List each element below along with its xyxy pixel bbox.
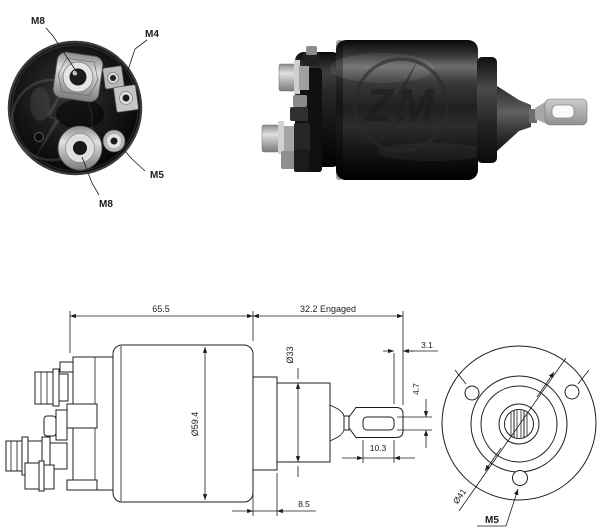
dim-body-diameter-text: Ø59.4 — [190, 412, 200, 437]
cap-center-shadow — [56, 99, 104, 129]
side-view-drawing: 65.5 32.2 Engaged Ø59.4 Ø33 3.1 — [5, 304, 438, 516]
dim-slot-length-text: 10.3 — [370, 443, 387, 453]
dim-body-diameter: Ø59.4 — [190, 346, 208, 501]
dim-bolt-circle-text: Ø41 — [451, 487, 469, 506]
rear-view-photo — [7, 40, 143, 176]
terminal-studs-outline — [5, 361, 98, 492]
dim-slot-length: 10.3 — [342, 440, 415, 463]
dim-plunger-engaged: 32.2 Engaged — [252, 304, 404, 405]
watermark-text: ZM — [363, 79, 437, 131]
front-view-drawing: Ø41 M5 — [441, 345, 597, 527]
photo-terminals — [261, 46, 322, 172]
photo-front-ring — [477, 57, 497, 163]
leader-line — [127, 39, 148, 71]
dim-front-diameter-text: Ø33 — [285, 346, 295, 363]
dim-flange-step: 8.5 — [232, 473, 316, 516]
label-terminal-m8-top: M8 — [31, 16, 45, 27]
mount-hole — [564, 384, 580, 400]
label-mount-thread: M5 — [477, 488, 519, 527]
m5-hole — [512, 470, 528, 486]
dim-fork-tip-text: 3.1 — [421, 340, 433, 350]
leader-line — [45, 27, 79, 75]
photo-solenoid-body — [336, 40, 478, 180]
label-mount-thread-text: M5 — [485, 515, 499, 526]
label-terminal-m5: M5 — [150, 170, 164, 181]
rear-view-labels: M8 M4 M5 M8 — [31, 16, 164, 210]
watermark-zm: ZM — [353, 57, 449, 153]
label-terminal-m4: M4 — [145, 29, 159, 40]
leader-line — [81, 156, 100, 196]
dim-front-diameter: Ø33 — [285, 346, 301, 477]
photo-plunger-rod — [529, 109, 537, 123]
plunger-hatch — [510, 410, 528, 438]
dim-plunger-engaged-text: 32.2 Engaged — [300, 304, 356, 314]
terminal-m8-bottom — [57, 125, 103, 171]
dim-slot-height-text: 4.7 — [411, 383, 421, 395]
mount-hole — [464, 385, 480, 401]
dim-body-length-text: 65.5 — [152, 304, 170, 314]
leader-line — [123, 149, 146, 172]
dim-slot-height: 4.7 — [397, 383, 432, 448]
side-view-outline — [5, 344, 404, 503]
fork-slot-outline — [362, 416, 395, 431]
label-terminal-m8-bottom: M8 — [99, 199, 113, 210]
watermark-ring — [353, 57, 449, 153]
photo-fork-neck — [535, 101, 547, 124]
photo-fork-slot — [551, 104, 575, 119]
dim-fork-tip: 3.1 — [383, 340, 438, 404]
terminal-m5 — [102, 129, 126, 153]
photo-nose-cone — [497, 86, 531, 151]
dim-flange-step-text: 8.5 — [298, 499, 310, 509]
product-photo: ZM — [261, 40, 588, 180]
cap-vent-hole — [34, 132, 44, 142]
